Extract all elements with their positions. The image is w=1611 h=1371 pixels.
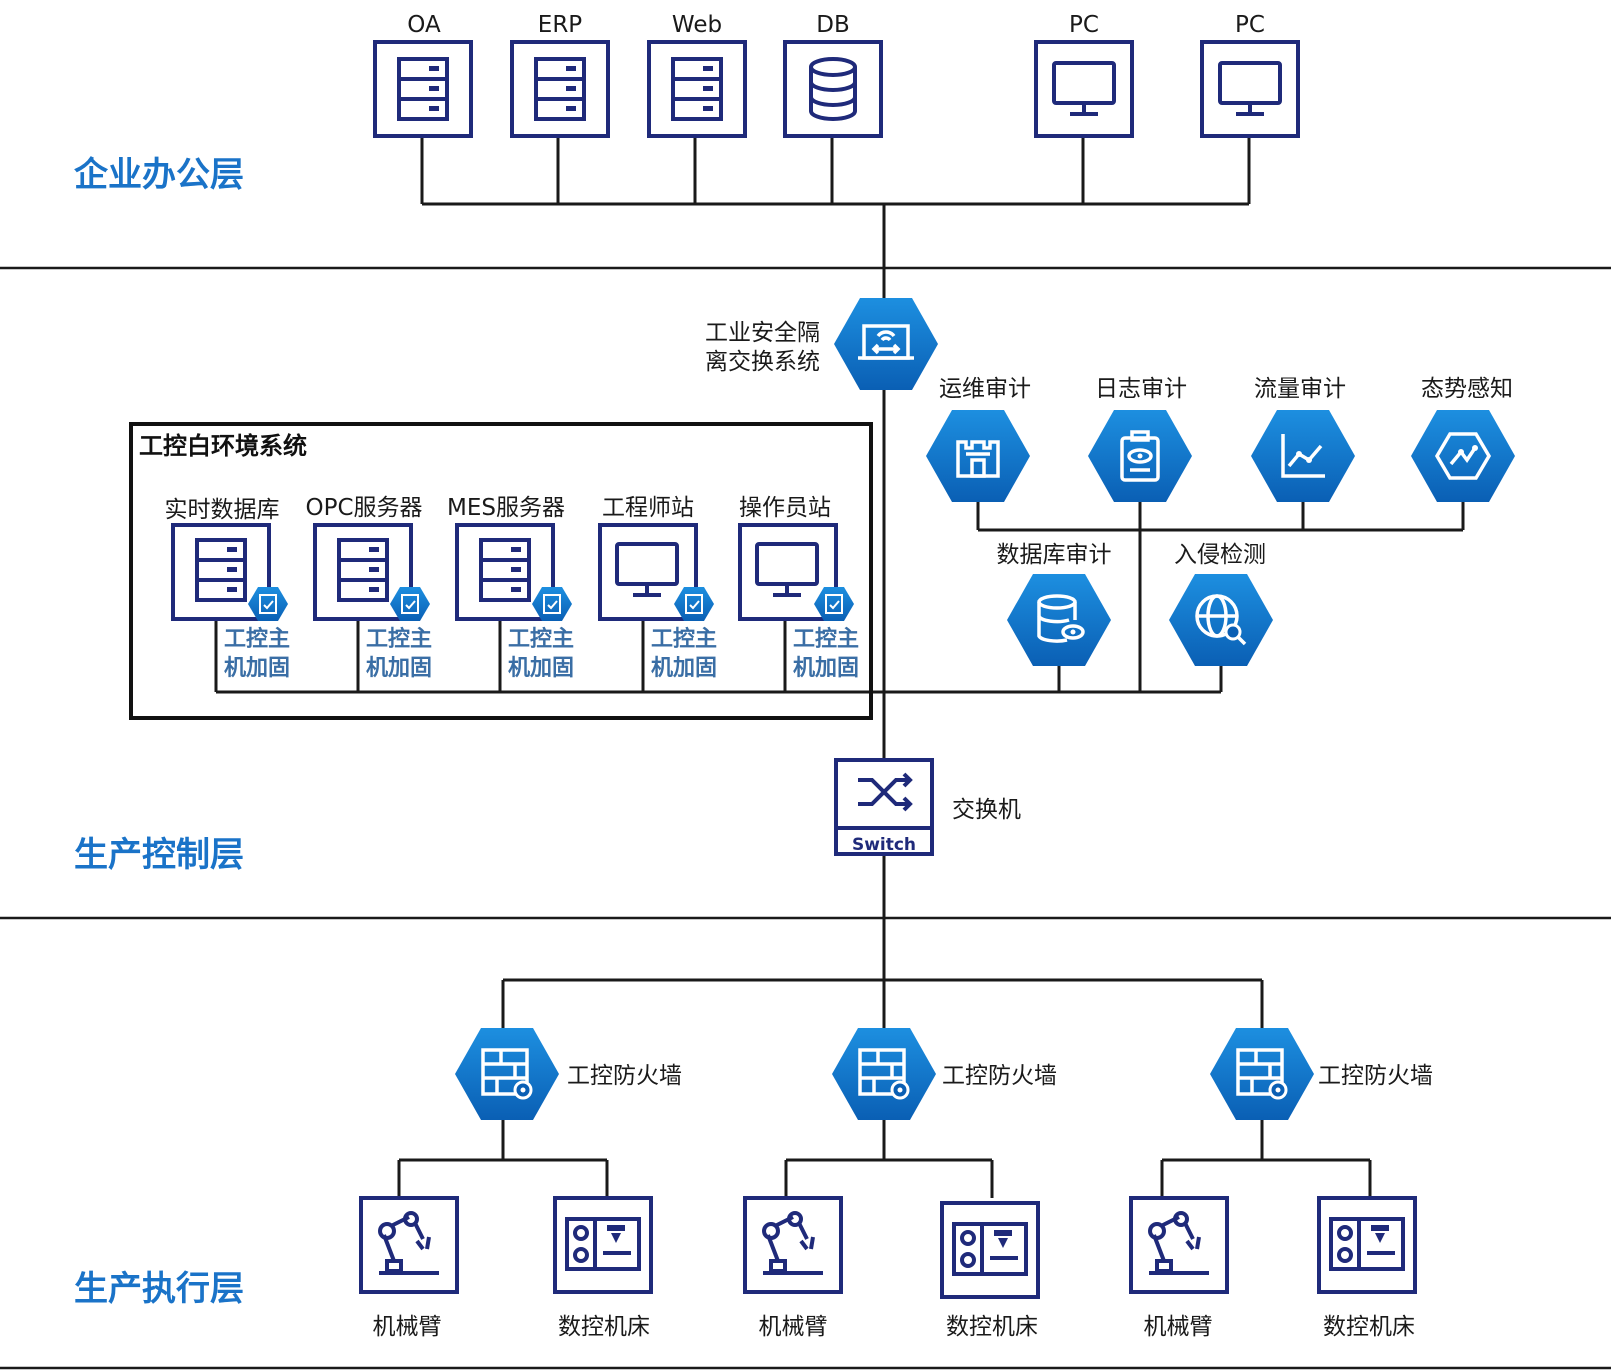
- whitelist-environment-box: 工控白环境系统: [129, 422, 873, 720]
- isolation-label-line1: 工业安全隔: [705, 320, 820, 346]
- field-device-label: 机械臂: [759, 1314, 828, 1340]
- whitelist-host-mes[interactable]: MES服务器 工控主 机加固: [447, 495, 574, 681]
- audit-ops[interactable]: 运维审计: [926, 376, 1031, 502]
- harden-label-line1: 工控主: [651, 626, 717, 652]
- firewall-hex: [455, 1028, 559, 1120]
- office-device-oa[interactable]: OA: [373, 12, 473, 138]
- industrial-firewall-3[interactable]: 工控防火墙: [1210, 1028, 1433, 1120]
- core-switch[interactable]: Switch 交换机: [834, 758, 1021, 856]
- harden-label-line2: 机加固: [793, 656, 859, 681]
- host-label: 操作员站: [739, 495, 831, 521]
- firewall-hex: [832, 1028, 936, 1120]
- castle-icon: [956, 440, 1000, 478]
- field-device-label: 数控机床: [1323, 1314, 1415, 1340]
- device-label: DB: [816, 12, 850, 38]
- host-label: OPC服务器: [305, 495, 422, 521]
- switch-caption: Switch: [852, 835, 916, 855]
- robot-arm-3[interactable]: 机械臂: [1129, 1196, 1229, 1340]
- harden-label-line1: 工控主: [508, 626, 574, 652]
- office-device-erp[interactable]: ERP: [510, 12, 610, 138]
- database-eye-icon: [1037, 594, 1085, 643]
- cnc-machine-3[interactable]: 数控机床: [1317, 1196, 1417, 1340]
- harden-label-line2: 机加固: [366, 656, 432, 681]
- harden-label-line1: 工控主: [793, 626, 859, 652]
- field-device-label: 数控机床: [946, 1314, 1038, 1340]
- audit-label: 流量审计: [1254, 376, 1346, 402]
- isolation-icon: [858, 324, 914, 360]
- office-device-db[interactable]: DB: [783, 12, 883, 138]
- layer-title-office: 企业办公层: [74, 155, 244, 195]
- device-label: Web: [672, 12, 722, 38]
- device-label: PC: [1235, 12, 1265, 38]
- globe-search-icon: [1195, 594, 1247, 646]
- industrial-firewall-1[interactable]: 工控防火墙: [455, 1028, 682, 1120]
- isolation-hex: [834, 298, 938, 390]
- audit-label: 数据库审计: [997, 542, 1112, 568]
- firewall-label: 工控防火墙: [942, 1063, 1057, 1089]
- field-device-label: 数控机床: [558, 1314, 650, 1340]
- cnc-machine-2[interactable]: 数控机床: [940, 1201, 1040, 1340]
- layer-title-execution: 生产执行层: [74, 1269, 244, 1309]
- cnc-machine-1[interactable]: 数控机床: [553, 1196, 653, 1340]
- layer-title-control: 生产控制层: [74, 835, 244, 875]
- host-label: 工程师站: [602, 495, 694, 521]
- harden-label-line1: 工控主: [366, 626, 432, 652]
- whitelist-host-opc[interactable]: OPC服务器 工控主 机加固: [305, 495, 432, 681]
- audit-hex: [1169, 574, 1273, 666]
- whitelist-host-engineer[interactable]: 工程师站 工控主 机加固: [598, 495, 717, 681]
- host-label: 实时数据库: [165, 497, 280, 523]
- isolation-exchange-system[interactable]: 工业安全隔 离交换系统: [705, 298, 938, 390]
- audit-label: 态势感知: [1421, 376, 1513, 402]
- audit-log[interactable]: 日志审计: [1088, 376, 1192, 502]
- whitelist-host-realtime-db[interactable]: 实时数据库 工控主 机加固: [165, 497, 291, 681]
- audit-situation[interactable]: 态势感知: [1411, 376, 1515, 502]
- device-label: PC: [1069, 12, 1099, 38]
- field-device-label: 机械臂: [1144, 1314, 1213, 1340]
- firewall-label: 工控防火墙: [567, 1063, 682, 1089]
- audit-label: 日志审计: [1095, 376, 1187, 402]
- harden-label-line2: 机加固: [508, 656, 574, 681]
- office-device-pc-2[interactable]: PC: [1200, 12, 1300, 138]
- situation-icon: [1434, 432, 1492, 480]
- switch-label: 交换机: [952, 797, 1021, 823]
- audit-traffic[interactable]: 流量审计: [1251, 376, 1355, 502]
- isolation-label-line2: 离交换系统: [705, 349, 820, 375]
- firewall-label: 工控防火墙: [1318, 1063, 1433, 1089]
- audit-label: 运维审计: [939, 376, 1031, 402]
- device-label: OA: [407, 12, 441, 38]
- switch-arrows-icon: [858, 772, 913, 812]
- harden-label-line2: 机加固: [651, 656, 717, 681]
- trend-chart-icon: [1281, 434, 1325, 478]
- audit-intrusion[interactable]: 入侵检测: [1169, 542, 1273, 666]
- industrial-firewall-2[interactable]: 工控防火墙: [832, 1028, 1057, 1120]
- audit-label: 入侵检测: [1174, 542, 1266, 568]
- harden-label-line2: 机加固: [224, 656, 290, 681]
- office-device-web[interactable]: Web: [647, 12, 747, 138]
- host-label: MES服务器: [447, 495, 565, 521]
- firewall-hex: [1210, 1028, 1314, 1120]
- whitelist-title: 工控白环境系统: [139, 432, 307, 460]
- harden-label-line1: 工控主: [224, 626, 290, 652]
- audit-database[interactable]: 数据库审计: [997, 542, 1112, 666]
- robot-arm-1[interactable]: 机械臂: [359, 1196, 459, 1340]
- office-device-pc-1[interactable]: PC: [1034, 12, 1134, 138]
- field-device-label: 机械臂: [373, 1314, 442, 1340]
- log-eye-icon: [1120, 430, 1160, 482]
- whitelist-host-operator[interactable]: 操作员站 工控主 机加固: [738, 495, 859, 681]
- device-label: ERP: [538, 12, 583, 38]
- robot-arm-2[interactable]: 机械臂: [743, 1196, 843, 1340]
- audit-hex: [926, 410, 1030, 502]
